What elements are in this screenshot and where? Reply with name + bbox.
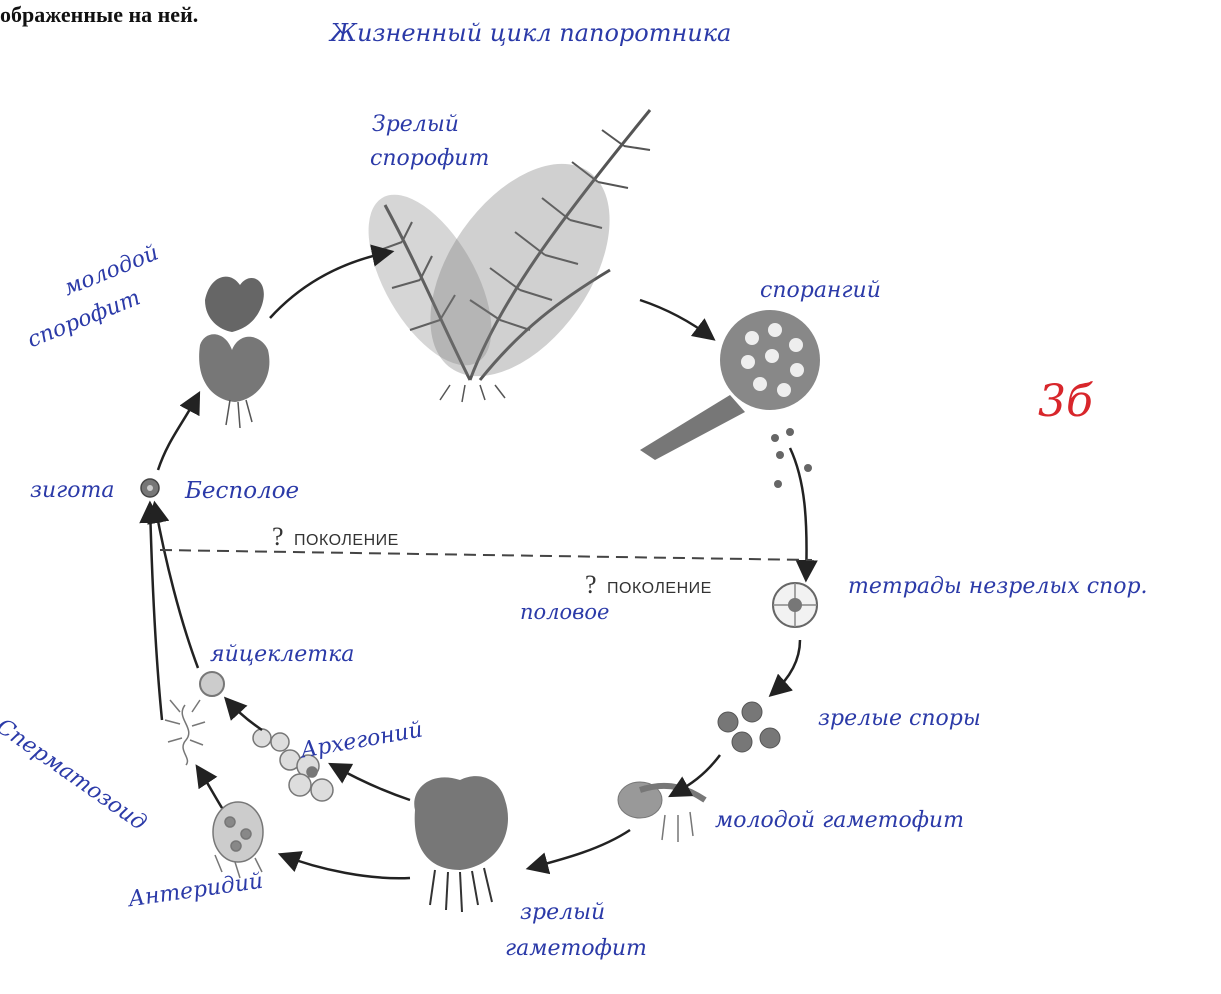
generation-divider: [160, 550, 812, 560]
arrow-gametophyte-to-archegonium: [332, 765, 410, 800]
egg-cell-illustration: [200, 672, 224, 696]
label-young-gametophyte: молодой гаметофит: [715, 808, 964, 833]
sporangium-illustration: [640, 310, 820, 488]
arrow-sporophyte-to-sporangium: [640, 300, 712, 338]
label-zygote: зигота: [30, 478, 115, 503]
young-gametophyte-illustration: [618, 782, 705, 842]
answer-lower-generation: половое: [520, 600, 609, 624]
young-sporophyte-illustration: [199, 277, 269, 428]
arrow-zygote-to-young-sporophyte: [158, 395, 198, 470]
spermatozoid-illustration: [165, 700, 205, 765]
label-mature-gametophyte-line2: гаметофит: [505, 936, 647, 961]
upper-generation-label: ПОКОЛЕНИЕ: [294, 532, 399, 549]
zygote-illustration: [141, 479, 159, 497]
page-header-fragment: ображенные на ней.: [0, 2, 198, 28]
label-mature-gametophyte-line1: зрелый: [520, 900, 605, 925]
lower-generation-caption: ? ПОКОЛЕНИЕ: [585, 570, 712, 600]
antheridium-illustration: [213, 802, 263, 878]
label-mature-spores: зрелые споры: [818, 706, 981, 731]
answer-upper-generation: Бесполое: [185, 478, 299, 504]
grade-mark: 3б: [1038, 376, 1093, 427]
lower-generation-label: ПОКОЛЕНИЕ: [607, 580, 712, 597]
label-spore-tetrad: тетрады незрелых спор.: [848, 574, 1148, 599]
arrow-young-to-mature-gametophyte: [530, 830, 630, 868]
upper-generation-question-mark: ?: [272, 522, 284, 551]
spore-tetrad-illustration: [773, 583, 817, 627]
diagram-title: Жизненный цикл папоротника: [330, 20, 731, 48]
mature-gametophyte-illustration: [414, 776, 508, 912]
arrow-gametophyte-to-antheridium: [282, 855, 410, 878]
label-mature-sporophyte-line1: Зрелый: [372, 112, 459, 137]
label-egg-cell: яйцеклетка: [210, 642, 354, 667]
upper-generation-caption: ? ПОКОЛЕНИЕ: [272, 522, 399, 552]
arrow-antheridium-to-sperm: [198, 768, 222, 808]
label-mature-sporophyte-line2: спорофит: [370, 146, 489, 171]
arrow-egg-to-zygote: [155, 505, 198, 668]
mature-spores-illustration: [718, 702, 780, 752]
arrow-archegonium-to-egg: [227, 700, 262, 730]
arrow-tetrad-to-spores: [772, 640, 800, 694]
label-sporangium: спорангий: [760, 278, 881, 303]
lower-generation-question-mark: ?: [585, 570, 597, 599]
arrow-young-to-mature-sporophyte: [270, 252, 390, 318]
